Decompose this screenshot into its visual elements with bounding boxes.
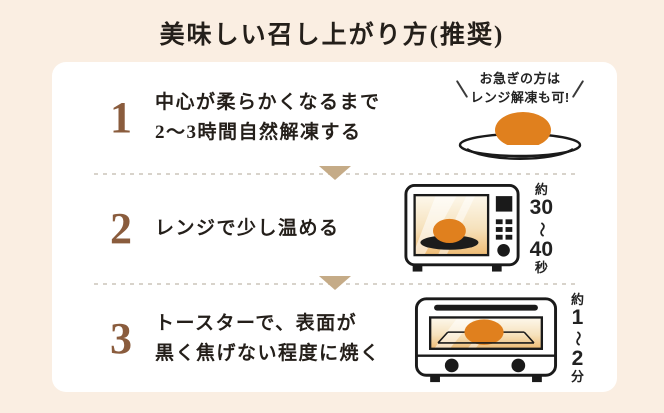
step-number-3: 3 <box>110 313 132 363</box>
divider-2 <box>94 276 575 290</box>
time-wave: 〜 <box>532 221 550 237</box>
toaster-rack-front <box>437 331 535 344</box>
step-1-illustration: お急ぎの方は レンジ解凍も可! <box>453 70 587 164</box>
down-arrow-icon <box>318 166 351 180</box>
step-text-3: トースターで、表面が 黒く焦げない程度に焼く <box>140 309 411 368</box>
hurry-note-line-1: お急ぎの方は <box>479 71 561 87</box>
food-blob <box>495 111 551 148</box>
time-from: 30 <box>529 196 553 220</box>
time-to: 40 <box>529 237 553 261</box>
hurry-note-text: お急ぎの方は レンジ解凍も可! <box>470 70 569 106</box>
step-row-1: 1 中心が柔らかくなるまで 2〜3時間自然解凍する お急ぎの方は レンジ解凍も可… <box>52 62 617 173</box>
step-text-2: レンジで少し温める <box>140 214 403 243</box>
page-title: 美味しい召し上がり方(推奨) <box>159 22 505 49</box>
time-unit: 秒 <box>534 259 548 275</box>
microwave-icon <box>404 184 520 272</box>
down-arrow-icon <box>318 276 351 290</box>
time-to: 2 <box>571 347 584 370</box>
step-3-illustration: 約 1 〜 2 分 <box>411 291 586 387</box>
toaster-vent <box>434 304 538 311</box>
step-row-2: 2 レンジで少し温める <box>52 175 617 283</box>
plate-base <box>466 147 574 160</box>
time-label-toaster: 約 1 〜 2 分 <box>568 291 586 385</box>
emphasis-line-left-icon <box>456 79 469 98</box>
step-3-line-1: トースターで、表面が <box>155 313 358 335</box>
food-blob <box>432 218 466 244</box>
divider-1 <box>94 166 575 180</box>
step-number-1: 1 <box>110 92 132 142</box>
step-1-line-1: 中心が柔らかくなるまで <box>155 92 381 114</box>
emphasis-line-right-icon <box>571 79 584 98</box>
step-number-2: 2 <box>110 204 132 253</box>
step-row-3: 3 トースターで、表面が 黒く焦げない程度に焼く <box>52 285 617 392</box>
time-from: 1 <box>571 305 584 329</box>
time-prefix: 約 <box>534 182 548 198</box>
step-2-line-1: レンジで少し温める <box>155 218 340 240</box>
step-2-illustration: 約 30 〜 40 秒 <box>403 182 553 276</box>
toaster-knob-right <box>511 358 526 372</box>
time-label-microwave: 約 30 〜 40 秒 <box>529 182 553 275</box>
time-prefix: 約 <box>570 291 584 307</box>
toaster-knob-left <box>444 358 459 372</box>
toaster-icon <box>414 296 558 382</box>
food-blob <box>464 318 504 345</box>
hurry-note-line-2: レンジ解凍も可! <box>470 89 570 105</box>
step-3-line-2: 黒く焦げない程度に焼く <box>155 342 381 364</box>
time-wave: 〜 <box>568 330 586 347</box>
microwave-display <box>495 196 512 212</box>
plate-with-food-icon <box>458 111 582 160</box>
steps-card: 1 中心が柔らかくなるまで 2〜3時間自然解凍する お急ぎの方は レンジ解凍も可… <box>52 62 617 392</box>
step-1-line-2: 2〜3時間自然解凍する <box>155 121 362 143</box>
step-text-1: 中心が柔らかくなるまで 2〜3時間自然解凍する <box>140 88 453 147</box>
microwave-dial <box>496 243 510 257</box>
time-unit: 分 <box>570 369 584 385</box>
hurry-note: お急ぎの方は レンジ解凍も可! <box>456 70 584 106</box>
